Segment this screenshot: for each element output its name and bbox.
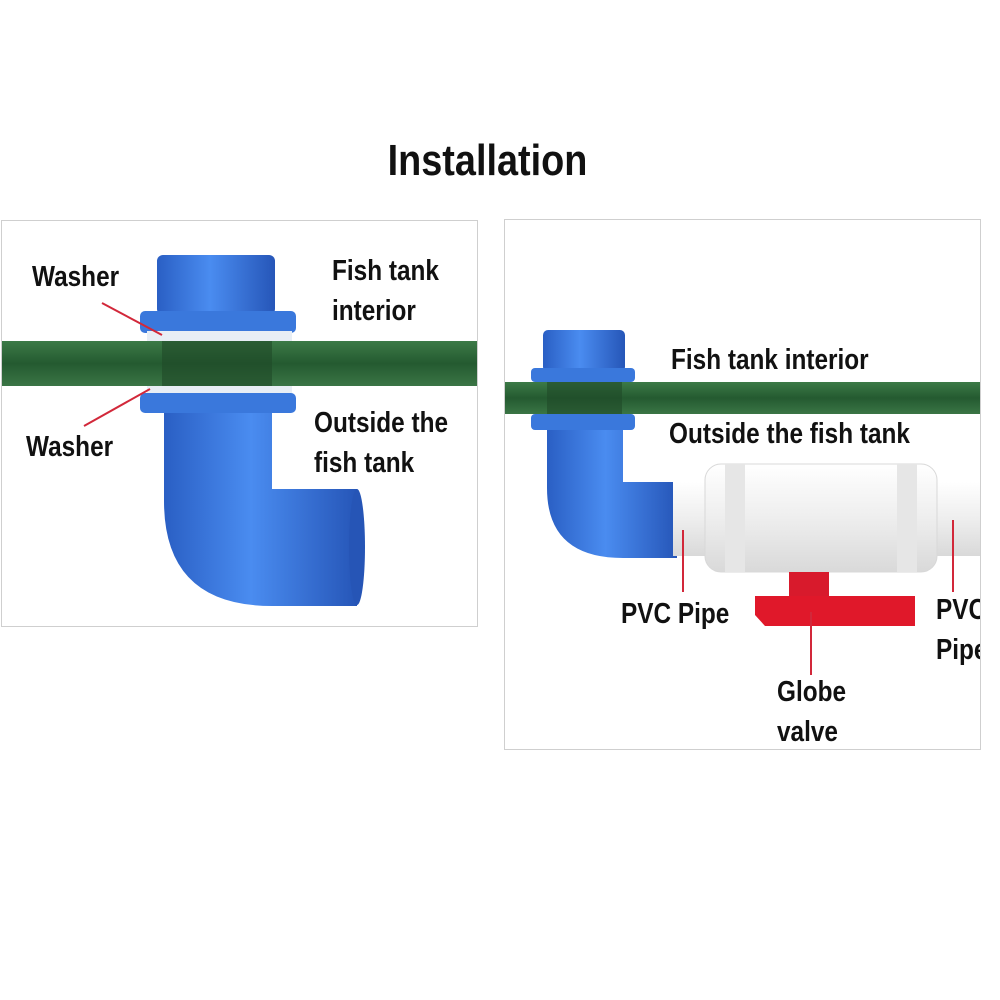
bottom-flange (140, 393, 296, 413)
page-title: Installation (387, 136, 588, 185)
pvc-pipe-right-label-2: Pipe (936, 634, 980, 666)
outside-label-2: fish tank (314, 447, 415, 479)
washer-bottom-label: Washer (26, 431, 114, 463)
top-washer (147, 331, 292, 341)
bottom-washer (147, 386, 292, 395)
left-fitting-illustration (2, 255, 477, 606)
valve-handle (755, 596, 915, 626)
pvc-pipe-left-label: PVC Pipe (621, 598, 730, 630)
bottom-flange (531, 414, 635, 430)
elbow-pipe (164, 413, 357, 606)
top-flange (140, 311, 296, 333)
top-nut (543, 330, 625, 372)
washer-top-leader (101, 302, 163, 336)
valve-stem (789, 572, 829, 596)
elbow-pipe (547, 430, 677, 558)
tank-interior-label: Fish tank interior (671, 344, 869, 376)
right-fitting-illustration (505, 330, 980, 675)
tank-interior-label-2: interior (332, 295, 416, 327)
outside-label-1: Outside the (314, 407, 448, 439)
washer-top-label: Washer (32, 261, 120, 293)
top-flange (531, 368, 635, 382)
pvc-pipe-right-label-1: PVC (936, 594, 980, 626)
left-diagram-panel: Washer Fish tank interior Washer Outside… (1, 220, 478, 627)
globe-valve-label-1: Globe (777, 676, 847, 708)
right-diagram-panel: Fish tank interior Outside the fish tank… (504, 219, 981, 750)
washer-bottom-leader (83, 388, 151, 427)
outside-label: Outside the fish tank (669, 418, 910, 450)
top-nut (157, 255, 275, 315)
globe-valve-label-2: valve (777, 716, 838, 748)
tank-interior-label-1: Fish tank (332, 255, 439, 287)
